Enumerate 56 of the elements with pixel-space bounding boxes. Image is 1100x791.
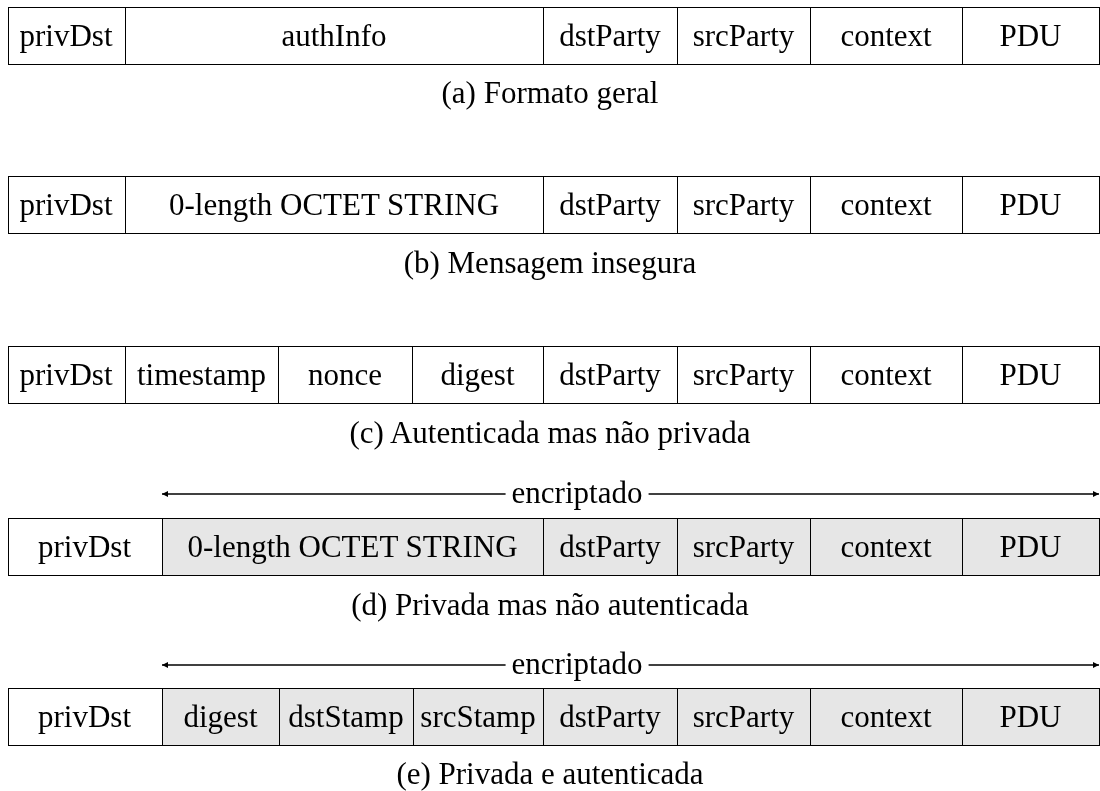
- field-cell: [278, 689, 413, 745]
- field-name: privDst: [19, 187, 113, 223]
- field-cell: [676, 689, 810, 745]
- field-name: timestamp: [136, 357, 267, 393]
- field-name: srcParty: [692, 187, 795, 223]
- field-cell: [161, 689, 279, 745]
- field-name: PDU: [999, 699, 1062, 735]
- field-cell: [161, 519, 543, 575]
- field-name: authInfo: [281, 18, 387, 54]
- field-name: PDU: [999, 187, 1062, 223]
- field-name: privDst: [38, 529, 131, 565]
- field-cell: [676, 519, 810, 575]
- field-name: srcParty: [692, 18, 795, 54]
- field-name: 0-length OCTET STRING: [168, 187, 500, 223]
- format-caption: (c) Autenticada mas não privada: [349, 415, 751, 450]
- format-caption: (a) Formato geral: [441, 75, 659, 110]
- field-name: srcStamp: [420, 699, 536, 735]
- field-name: context: [840, 357, 932, 393]
- field-name: context: [840, 18, 932, 54]
- field-name: dstParty: [559, 699, 661, 735]
- field-cell: [961, 519, 1099, 575]
- field-name: context: [840, 187, 932, 223]
- field-name: dstParty: [559, 187, 661, 223]
- field-name: dstStamp: [288, 699, 404, 735]
- field-name: dstParty: [559, 529, 661, 565]
- field-name: PDU: [999, 18, 1062, 54]
- field-cell: [412, 689, 543, 745]
- field-name: privDst: [38, 699, 131, 735]
- field-name: dstParty: [559, 18, 661, 54]
- message-format-bar: [8, 176, 1100, 234]
- message-format-bar: [8, 688, 1100, 746]
- format-caption: (e) Privada e autenticada: [396, 756, 704, 791]
- format-caption: (b) Mensagem insegura: [403, 245, 697, 280]
- field-name: context: [840, 699, 932, 735]
- field-name: 0-length OCTET STRING: [187, 529, 518, 565]
- message-format-bar: [8, 7, 1100, 65]
- field-name: privDst: [19, 18, 113, 54]
- message-format-bar: [8, 346, 1100, 404]
- field-name: nonce: [308, 357, 382, 393]
- field-name: srcParty: [692, 529, 795, 565]
- field-name: srcParty: [692, 699, 795, 735]
- field-cell: [961, 689, 1099, 745]
- message-format-bar: [8, 518, 1100, 576]
- format-caption: (d) Privada mas não autenticada: [351, 587, 749, 622]
- field-name: srcParty: [692, 357, 795, 393]
- field-name: PDU: [999, 357, 1062, 393]
- field-cell: [542, 689, 677, 745]
- field-name: privDst: [19, 357, 113, 393]
- field-name: digest: [183, 699, 258, 735]
- field-cell: [542, 519, 677, 575]
- field-name: digest: [440, 357, 515, 393]
- field-cell: [809, 519, 962, 575]
- field-name: PDU: [999, 529, 1062, 565]
- field-name: dstParty: [559, 357, 661, 393]
- field-cell: [809, 689, 962, 745]
- field-name: context: [840, 529, 932, 565]
